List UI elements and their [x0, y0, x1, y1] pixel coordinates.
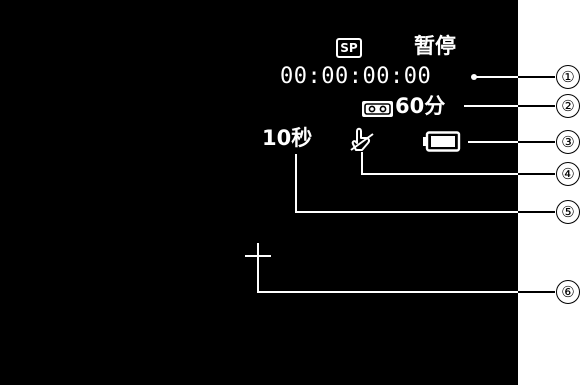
self-timer-label: 10秒 [262, 126, 313, 150]
callout-number-4: ④ [556, 162, 580, 186]
callout-number-2: ② [556, 94, 580, 118]
callout-number-3: ③ [556, 130, 580, 154]
timecode-display: 00:00:00:00 [280, 64, 432, 89]
cassette-tape-icon [362, 101, 393, 117]
callout-number-6: ⑥ [556, 280, 580, 304]
image-stabilizer-off-icon [348, 126, 376, 156]
tape-remaining-label: 60分 [395, 94, 446, 118]
pause-status-label: 暂停 [414, 34, 456, 58]
center-marker-icon [243, 241, 273, 271]
recording-mode-badge: SP [336, 38, 362, 58]
viewfinder-screen: SP 暂停 00:00:00:00 60分 10秒 [0, 0, 518, 385]
recording-mode-label: SP [340, 41, 358, 55]
callout-number-5: ⑤ [556, 200, 580, 224]
callout-number-1: ① [556, 65, 580, 89]
battery-icon [423, 131, 461, 152]
